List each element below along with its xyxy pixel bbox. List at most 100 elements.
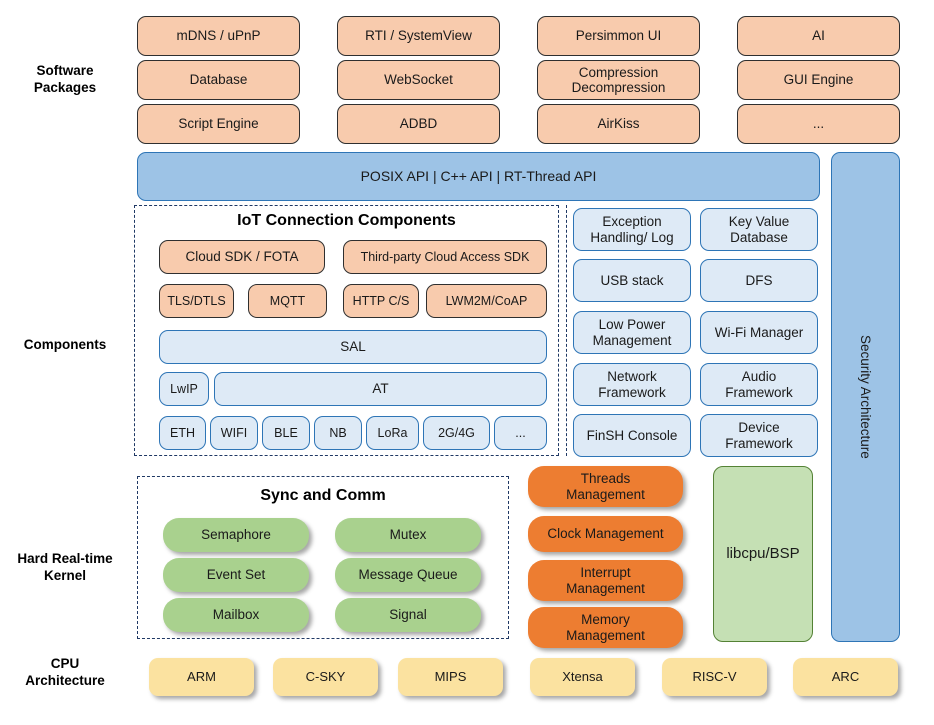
sync-event-set[interactable]: Event Set [163,558,309,592]
component-label-line1: Low Power [598,317,666,333]
kernel-threads-management[interactable]: Threads Management [528,466,683,507]
iot-item-label: AT [372,381,389,397]
iot-http-cs[interactable]: HTTP C/S [343,284,419,318]
package-label: mDNS / uPnP [176,28,261,44]
sync-item-label: Mutex [389,527,427,543]
component-exception-handling-log[interactable]: Exception Handling/ Log [573,208,691,251]
iot-link-ble[interactable]: BLE [262,416,310,450]
package-mdns-upnp[interactable]: mDNS / uPnP [137,16,300,56]
package-adbd[interactable]: ADBD [337,104,500,144]
iot-third-party-cloud-access-sdk[interactable]: Third-party Cloud Access SDK [343,240,547,274]
libcpu-bsp[interactable]: libcpu/BSP [713,466,813,642]
sync-item-label: Event Set [206,567,266,583]
iot-item-label: MQTT [269,294,306,308]
component-label-line1: Audio [741,369,777,385]
cpu-arch-risc-v[interactable]: RISC-V [662,658,767,696]
cpu-arch-mips[interactable]: MIPS [398,658,503,696]
iot-link-2g-4g[interactable]: 2G/4G [423,416,490,450]
package-more[interactable]: ... [737,104,900,144]
iot-link-label: 2G/4G [438,426,475,440]
iot-link-nb[interactable]: NB [314,416,362,450]
row-label-software-packages: Software Packages [0,63,130,97]
package-label: AI [812,28,825,44]
component-usb-stack[interactable]: USB stack [573,259,691,302]
kernel-memory-management[interactable]: Memory Management [528,607,683,648]
package-ai[interactable]: AI [737,16,900,56]
package-label: ADBD [399,116,438,132]
kernel-interrupt-management[interactable]: Interrupt Management [528,560,683,601]
cpu-arch-arm[interactable]: ARM [149,658,254,696]
package-airkiss[interactable]: AirKiss [537,104,700,144]
iot-item-label: LwIP [170,382,198,396]
package-websocket[interactable]: WebSocket [337,60,500,100]
component-key-value-database[interactable]: Key Value Database [700,208,818,251]
sync-mailbox[interactable]: Mailbox [163,598,309,632]
row-label-kernel: Hard Real-time Kernel [0,551,130,585]
iot-link-label: ... [515,426,526,440]
kernel-item-line2: Management [566,627,645,643]
row-label-cpu-architecture: CPU Architecture [0,656,130,690]
row-label-components-text: Components [23,337,107,352]
component-label-line1: Device [738,420,780,436]
sync-item-label: Semaphore [201,527,271,543]
cpu-arch-label: ARC [831,668,860,684]
component-label-line2: Management [592,332,672,348]
sync-signal[interactable]: Signal [335,598,481,632]
component-label: Wi-Fi Manager [714,324,804,340]
package-gui-engine[interactable]: GUI Engine [737,60,900,100]
iot-cloud-sdk-fota[interactable]: Cloud SDK / FOTA [159,240,325,274]
component-device-framework[interactable]: Device Framework [700,414,818,457]
iot-lwip[interactable]: LwIP [159,372,209,406]
iot-link-label: NB [329,426,347,440]
iot-link-eth[interactable]: ETH [159,416,206,450]
iot-item-label: LWM2M/CoAP [445,294,528,308]
cpu-arch-arc[interactable]: ARC [793,658,898,696]
package-label: AirKiss [597,116,640,132]
cpu-arch-c-sky[interactable]: C-SKY [273,658,378,696]
package-label: ... [812,116,825,132]
component-network-framework[interactable]: Network Framework [573,363,691,406]
row-label-components: Components [0,337,130,354]
iot-sal[interactable]: SAL [159,330,547,364]
row-label-software-packages-line2: Packages [33,79,97,95]
component-finsh-console[interactable]: FinSH Console [573,414,691,457]
sync-message-queue[interactable]: Message Queue [335,558,481,592]
cpu-arch-label: ARM [187,668,216,684]
package-label-line2: Decompression [571,80,666,95]
iot-lwm2m-coap[interactable]: LWM2M/CoAP [426,284,547,318]
package-label: RTI / SystemView [365,28,472,44]
iot-tls-dtls[interactable]: TLS/DTLS [159,284,234,318]
sync-semaphore[interactable]: Semaphore [163,518,309,552]
component-label: FinSH Console [586,427,678,443]
cpu-arch-label: MIPS [434,668,467,684]
component-audio-framework[interactable]: Audio Framework [700,363,818,406]
component-label: DFS [745,272,773,288]
kernel-item-line1: Threads [580,471,631,487]
sync-item-label: Signal [389,607,427,623]
iot-link-lora[interactable]: LoRa [366,416,419,450]
component-dfs[interactable]: DFS [700,259,818,302]
component-label-line2: Framework [598,384,666,400]
iot-at[interactable]: AT [214,372,547,406]
row-label-kernel-line2: Kernel [43,567,87,583]
iot-link-label: ETH [170,426,195,440]
package-rti-systemview[interactable]: RTI / SystemView [337,16,500,56]
package-script-engine[interactable]: Script Engine [137,104,300,144]
api-bar: POSIX API | C++ API | RT-Thread API [137,152,820,201]
kernel-clock-management[interactable]: Clock Management [528,516,683,552]
cpu-arch-xtensa[interactable]: Xtensa [530,658,635,696]
package-persimmon-ui[interactable]: Persimmon UI [537,16,700,56]
package-label-line1: Compression [578,64,659,80]
component-wifi-manager[interactable]: Wi-Fi Manager [700,311,818,354]
package-compression-decompression[interactable]: Compression Decompression [537,60,700,100]
iot-link-wifi[interactable]: WIFI [210,416,258,450]
package-label: Persimmon UI [575,28,662,44]
iot-link-more[interactable]: ... [494,416,547,450]
iot-link-label: WIFI [220,426,248,440]
package-database[interactable]: Database [137,60,300,100]
sync-mutex[interactable]: Mutex [335,518,481,552]
iot-mqtt[interactable]: MQTT [248,284,327,318]
package-label: Script Engine [178,116,259,132]
iot-item-label: Third-party Cloud Access SDK [360,250,530,264]
component-low-power-management[interactable]: Low Power Management [573,311,691,354]
